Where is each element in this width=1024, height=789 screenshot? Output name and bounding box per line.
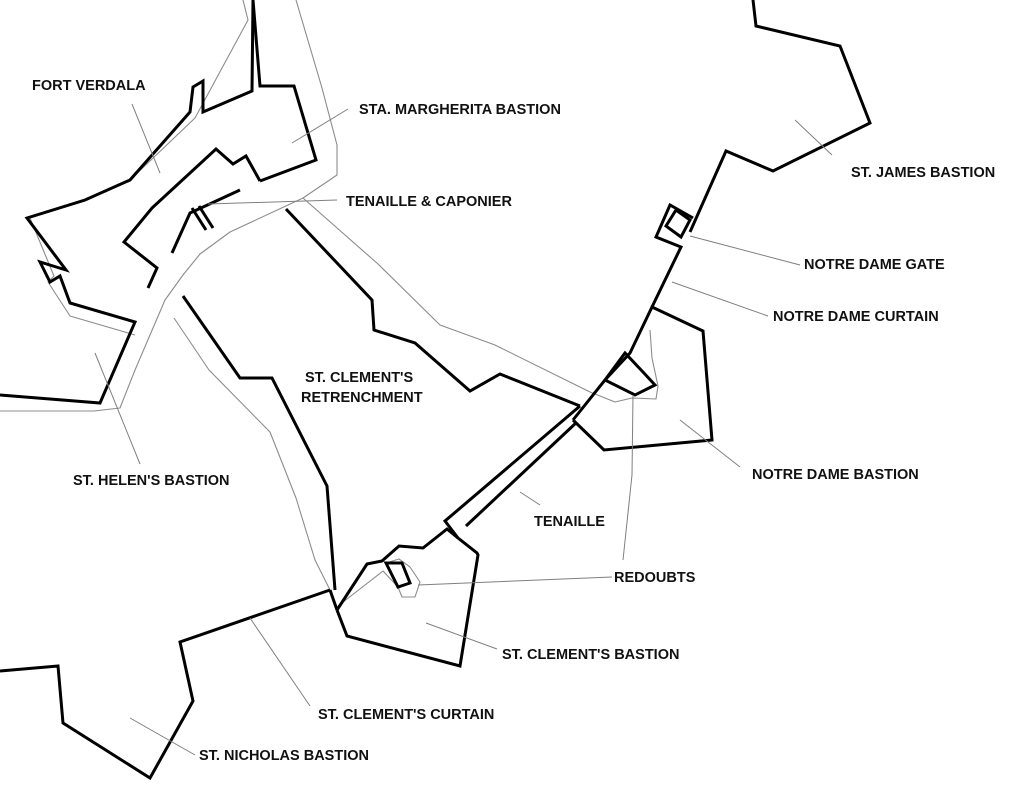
label-redoubts: REDOUBTS: [614, 570, 696, 586]
label-tenaille: TENAILLE: [534, 514, 605, 530]
leader-lines: [94, 103, 833, 756]
label-st-clements-retrenchment-line1: ST. CLEMENT'S: [305, 370, 414, 386]
fortification-walls: [0, 0, 872, 781]
label-st-james-bastion: ST. JAMES BASTION: [851, 165, 995, 181]
label-st-nicholas-bastion: ST. NICHOLAS BASTION: [199, 748, 369, 764]
label-st-clements-retrenchment-line2: RETRENCHMENT: [301, 390, 423, 406]
label-st-helens-bastion: ST. HELEN'S BASTION: [73, 473, 230, 489]
map-labels: FORT VERDALA STA. MARGHERITA BASTION TEN…: [32, 78, 995, 764]
label-st-clements-bastion: ST. CLEMENT'S BASTION: [502, 647, 679, 663]
label-sta-margherita-bastion: STA. MARGHERITA BASTION: [359, 102, 561, 118]
label-notre-dame-curtain: NOTRE DAME CURTAIN: [773, 309, 939, 325]
ditch-outlines: [0, 0, 659, 607]
label-fort-verdala: FORT VERDALA: [32, 78, 146, 94]
label-tenaille-caponier: TENAILLE & CAPONIER: [346, 194, 512, 210]
label-notre-dame-bastion: NOTRE DAME BASTION: [752, 467, 919, 483]
label-notre-dame-gate: NOTRE DAME GATE: [804, 257, 945, 273]
label-st-clements-curtain: ST. CLEMENT'S CURTAIN: [318, 707, 494, 723]
